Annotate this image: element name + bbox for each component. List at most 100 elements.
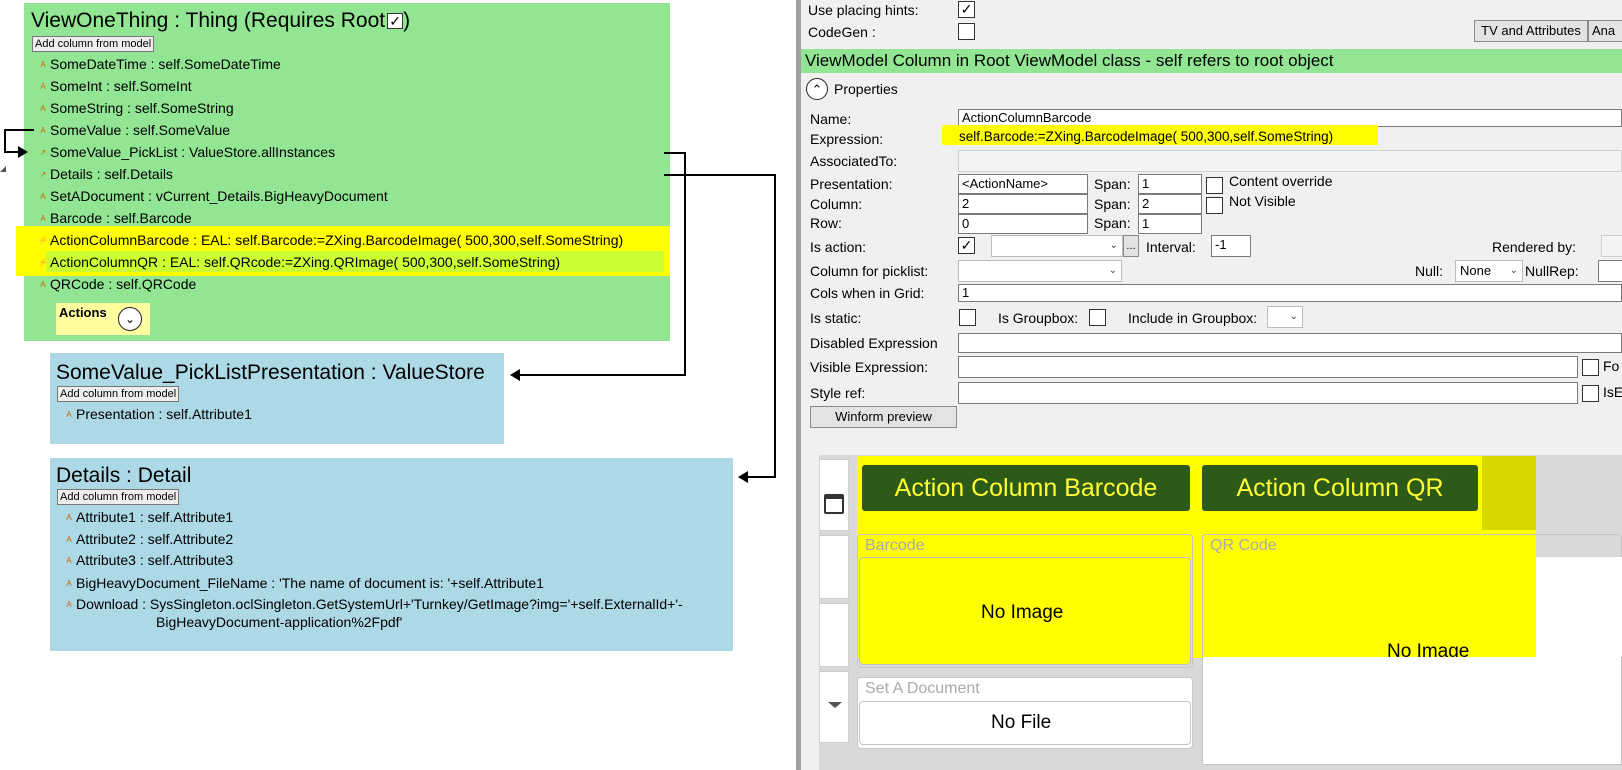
winform-preview-button[interactable]: Winform preview [810,406,957,428]
no-file-text: No File [991,712,1052,733]
add-column-from-model-button[interactable]: Add column from model [32,36,155,52]
include-in-groupbox-dropdown[interactable]: ⌄ [1267,306,1303,328]
visible-expression-field[interactable] [958,356,1578,378]
associatedto-field[interactable] [958,150,1622,172]
codegen-label: CodeGen : [808,24,876,40]
rendered-by-field[interactable] [1601,235,1622,257]
tv-and-attributes-button[interactable]: TV and Attributes [1474,20,1588,42]
null-label: Null: [1415,263,1444,279]
barcode-image[interactable] [859,557,1191,665]
barcode-label: Barcode [865,537,925,554]
property-panel: Use placing hints: ✓ CodeGen : TV and At… [801,0,1622,770]
is-static-checkbox[interactable] [959,309,976,326]
column-field[interactable]: 2 [958,194,1088,214]
arrowhead-icon [510,369,520,381]
winform-preview: Action Column Barcode Action Column QR B… [819,455,1622,770]
null-dropdown[interactable]: None⌄ [1455,260,1523,282]
span-label: Span: [1094,215,1131,231]
viewonething-title: ViewOneThing : Thing (Requires Root✓) [31,9,411,32]
add-column-from-model-button[interactable]: Add column from model [57,386,180,402]
column-for-picklist-dropdown[interactable]: ⌄ [958,260,1122,282]
cols-when-in-grid-label: Cols when in Grid: [810,285,925,301]
document-file-slot[interactable] [859,701,1191,745]
action-dropdown[interactable]: ⌄ [991,235,1123,257]
connector-line [4,151,20,153]
cols-when-in-grid-field[interactable]: 1 [958,284,1622,302]
codegen-checkbox[interactable] [958,23,975,40]
preview-side-cell [819,671,849,743]
is-action-checkbox[interactable]: ✓ [958,237,975,254]
connector-line [664,152,686,154]
presentation-label: Presentation: [810,176,893,192]
column-item[interactable]: ↗Details : self.Details [39,166,173,182]
connector-line [518,374,686,376]
action-column-item[interactable]: ⚡ActionColumnQR : EAL: self.QRcode:=ZXin… [38,254,561,270]
add-column-from-model-button[interactable]: Add column from model [57,489,180,505]
column-item-continuation: BigHeavyDocument-application%2Fpdf' [156,614,403,630]
presentation-span-field[interactable]: 1 [1138,174,1202,194]
qr-code-image[interactable] [1204,557,1536,657]
ellipsis-button[interactable]: ... [1123,235,1139,257]
not-visible-checkbox[interactable] [1206,197,1223,214]
action-column-item[interactable]: ⚡ActionColumnBarcode : EAL: self.Barcode… [38,232,624,248]
attribute-icon: A [40,126,46,135]
style-ref-field[interactable] [958,382,1578,404]
attribute-icon: A [40,214,46,223]
action-column-qr-button[interactable]: Action Column QR [1202,465,1478,511]
picklist-class-box[interactable]: SomeValue_PickListPresentation : ValueSt… [50,353,504,444]
style-ref-label: Style ref: [810,385,866,401]
connector-line [664,174,776,176]
presentation-field[interactable]: <ActionName> [958,174,1088,194]
collapse-properties-button[interactable]: ⌃ [806,78,828,100]
viewonething-class-box[interactable]: ViewOneThing : Thing (Requires Root✓) Ad… [24,3,670,341]
column-label: Column: [810,196,863,212]
nullrep-field[interactable] [1598,260,1622,282]
attribute-icon: A [40,82,46,91]
connector-line [748,476,776,478]
visible-expression-label: Visible Expression: [810,359,929,375]
disabled-expression-field[interactable] [958,333,1622,353]
expression-highlight [942,125,1378,145]
content-override-label: Content override [1229,173,1333,189]
expression-field[interactable]: self.Barcode:=ZXing.BarcodeImage( 500,30… [959,129,1334,144]
name-field[interactable]: ActionColumnBarcode [958,109,1622,127]
interval-label: Interval: [1146,239,1196,255]
ise-checkbox[interactable] [1582,385,1599,402]
attribute-icon: A [40,104,46,113]
attribute-icon: A [66,556,72,565]
action-column-barcode-button[interactable]: Action Column Barcode [862,465,1190,511]
use-placing-hints-checkbox[interactable]: ✓ [958,1,975,18]
column-item[interactable]: ↗SomeValue_PickList : ValueStore.allInst… [39,144,336,160]
is-groupbox-checkbox[interactable] [1089,309,1106,326]
attribute-icon: A [40,60,46,69]
action-icon: ⚡ [38,236,48,245]
splitter[interactable] [796,0,801,770]
fo-checkbox[interactable] [1582,359,1599,376]
ana-button[interactable]: Ana [1588,20,1622,42]
name-label: Name: [810,111,852,127]
row-span-field[interactable]: 1 [1138,214,1202,234]
row-label: Row: [810,215,842,231]
row-field[interactable]: 0 [958,214,1088,234]
column-span-field[interactable]: 2 [1138,194,1202,214]
qr-code-lower [1202,657,1622,765]
interval-field[interactable]: -1 [1211,235,1251,257]
details-class-box[interactable]: Details : Detail Add column from model A… [50,458,733,651]
content-override-checkbox[interactable] [1206,177,1223,194]
expand-actions-button[interactable]: ⌄ [118,307,142,331]
requires-root-checkbox[interactable]: ✓ [387,13,404,29]
section-title-bar: ViewModel Column in Root ViewModel class… [801,49,1622,73]
